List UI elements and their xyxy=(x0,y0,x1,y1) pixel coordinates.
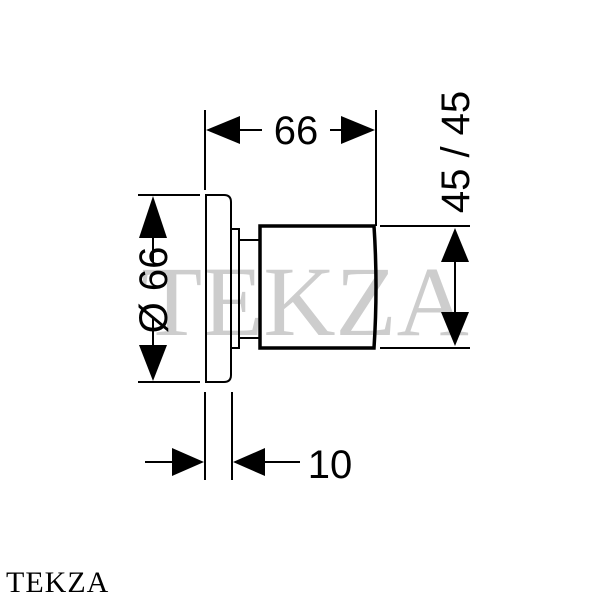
dimension-lines xyxy=(145,129,456,463)
arrow-up-icon xyxy=(441,228,469,262)
dimension-depth-label: 45 / 45 xyxy=(434,91,478,213)
arrow-left-icon xyxy=(206,116,240,144)
arrow-up-icon xyxy=(139,196,167,238)
stem xyxy=(239,239,259,339)
extension-lines xyxy=(138,110,470,480)
arrow-down-icon xyxy=(441,312,469,346)
watermark: TEKZA xyxy=(141,246,469,357)
dimension-width-label: 66 xyxy=(274,109,319,153)
brand-label: TEKZA xyxy=(6,566,110,599)
arrow-right-icon xyxy=(341,116,375,144)
arrow-left-icon xyxy=(233,448,265,476)
arrow-down-icon xyxy=(139,345,167,381)
arrow-right-icon xyxy=(172,448,204,476)
dimension-arrows xyxy=(139,116,469,476)
ring xyxy=(230,228,240,349)
dimension-flange-label: 10 xyxy=(308,443,353,487)
flange-plate xyxy=(205,194,232,383)
dimension-diameter-label: Ø 66 xyxy=(132,247,176,334)
knob-body xyxy=(258,224,378,350)
